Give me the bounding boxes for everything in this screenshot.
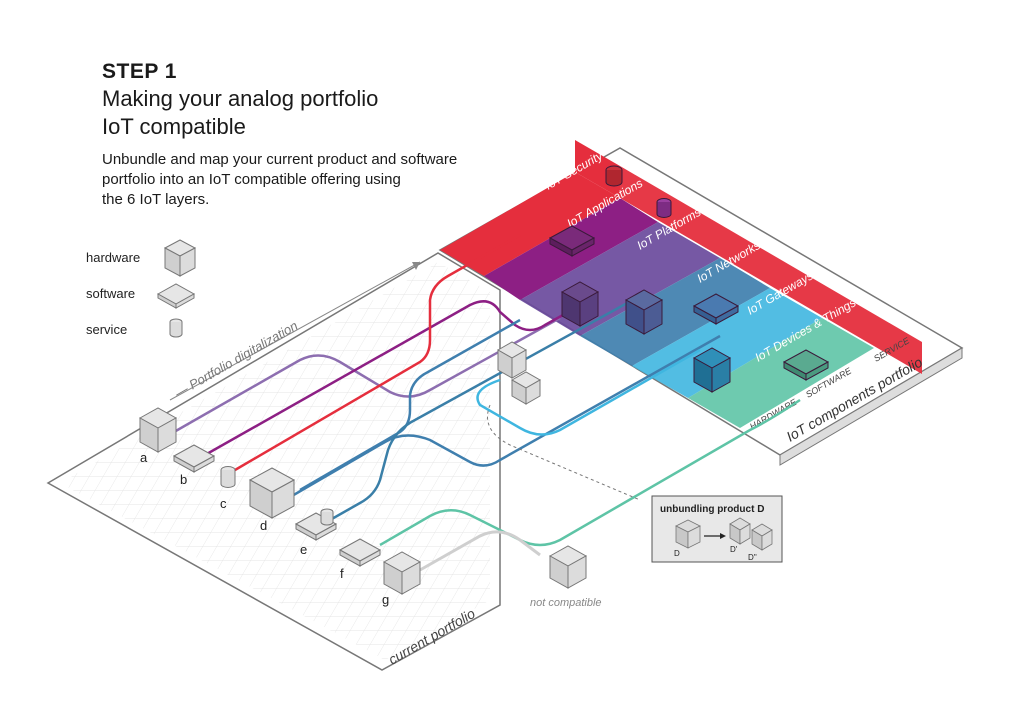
intro-text: Unbundle and map your current product an… — [102, 150, 542, 210]
path-e — [329, 294, 641, 522]
legend-service: service — [86, 322, 127, 337]
not-compatible-label: not compatible — [530, 597, 602, 609]
unbundled-d-blocks — [496, 341, 542, 405]
grid-floor — [60, 262, 490, 660]
unbundling-box: unbundling product D D D' D'' — [651, 495, 783, 563]
product-f-block — [338, 538, 382, 567]
service-icon — [169, 318, 183, 338]
digitalization-arrow — [169, 261, 421, 401]
path-g — [419, 530, 541, 572]
legend-hardware: hardware — [86, 250, 140, 265]
product-e-block — [294, 508, 338, 541]
product-blocks — [138, 341, 588, 595]
product-label-a: a — [140, 450, 148, 465]
software-icon — [156, 283, 196, 309]
product-label-b: b — [180, 472, 187, 487]
path-a — [159, 316, 561, 442]
not-compatible-block — [548, 545, 588, 589]
unbundle-arrow-head — [720, 533, 726, 539]
layer-blocks — [548, 165, 830, 393]
networks-hardware-icon — [624, 289, 664, 335]
headline-line2: IoT compatible — [102, 114, 246, 139]
path-gateway — [476, 348, 701, 436]
gateways-hardware-icon — [692, 347, 732, 393]
path-c — [234, 233, 521, 472]
hardware-icon — [163, 239, 197, 277]
product-labels: a b c d e f g — [140, 450, 389, 607]
product-label-f: f — [340, 566, 344, 581]
layer-bands — [440, 140, 922, 428]
band-devices — [688, 318, 874, 428]
unbundle-parts-icon — [729, 517, 773, 551]
band-gateways — [632, 288, 822, 398]
platforms-hardware-icon — [560, 281, 600, 327]
legend-software: software — [86, 286, 135, 301]
unbundle-label-d1: D' — [730, 545, 738, 554]
intro-line2: portfolio into an IoT compatible offerin… — [102, 171, 401, 188]
devices-software-icon — [782, 349, 830, 381]
applications-software-icon — [548, 225, 596, 257]
path-f — [379, 398, 801, 547]
applications-service-icon — [656, 198, 672, 218]
step-label: STEP 1 — [102, 60, 177, 83]
wall-security-long — [620, 166, 922, 374]
band-networks — [580, 258, 770, 366]
unbundle-guide — [487, 404, 641, 501]
legend-icons — [156, 239, 197, 338]
product-label-e: e — [300, 542, 307, 557]
product-a-block — [138, 407, 178, 453]
intro-line1: Unbundle and map your current product an… — [102, 151, 458, 168]
product-label-g: g — [382, 592, 389, 607]
security-service-icon — [605, 165, 623, 187]
unbundle-d-icon — [675, 519, 701, 549]
headline-line1: Making your analog portfolio — [102, 86, 379, 111]
title-block: STEP 1 Making your analog portfolio IoT … — [102, 60, 378, 140]
product-g-block — [382, 551, 422, 595]
unbundle-label-d2: D'' — [748, 553, 757, 562]
product-label-d: d — [260, 518, 267, 533]
unbundling-title: unbundling product D — [660, 504, 764, 515]
components-plate-edge — [779, 347, 963, 466]
current-portfolio-plate — [46, 252, 501, 671]
networks-software-icon — [692, 293, 740, 325]
unbundle-label-d: D — [674, 549, 680, 558]
product-b-block — [172, 444, 216, 473]
intro-line3: the 6 IoT layers. — [102, 191, 210, 208]
product-d-block — [248, 467, 296, 519]
digitalization-arrow-head — [412, 262, 420, 270]
product-label-c: c — [220, 496, 227, 511]
product-c-block — [220, 466, 236, 488]
routing-paths — [159, 233, 801, 572]
band-security — [440, 172, 620, 276]
path-b — [204, 298, 591, 457]
